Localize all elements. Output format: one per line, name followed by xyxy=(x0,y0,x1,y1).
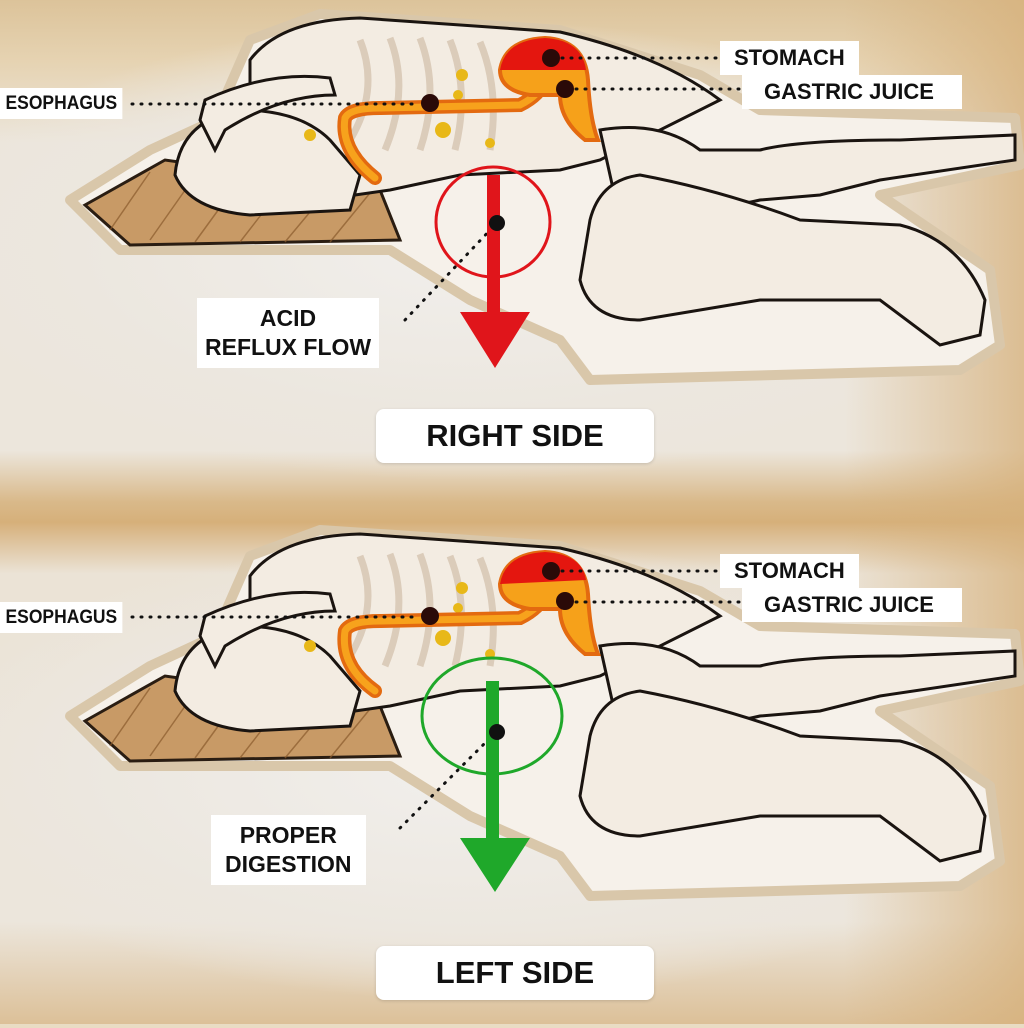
stomach-label: STOMACH xyxy=(720,554,859,588)
esophagus-marker xyxy=(421,607,439,625)
stomach-marker xyxy=(542,49,560,67)
flow-label-line2: DIGESTION xyxy=(225,850,352,877)
arm xyxy=(198,74,338,154)
stomach-label: STOMACH xyxy=(720,41,859,75)
gastric-juice-marker xyxy=(556,592,574,610)
panel-left-side: ESOPHAGUS STOMACH GASTRIC JUICE PROPER D… xyxy=(0,516,1024,1028)
lower-leg xyxy=(578,689,987,863)
gastric-juice-marker xyxy=(556,80,574,98)
digestion-arrow-shaft xyxy=(486,681,499,839)
gastric-juice-label: GASTRIC JUICE xyxy=(742,75,962,109)
gastric-juice-label: GASTRIC JUICE xyxy=(742,588,962,622)
flow-label-line1: ACID xyxy=(259,305,317,331)
esophagus-marker xyxy=(421,94,439,112)
arm xyxy=(198,590,338,670)
flow-leader xyxy=(398,734,494,830)
flow-marker xyxy=(489,724,505,740)
esophagus-label: ESOPHAGUS xyxy=(0,88,123,119)
panel-title-left-side: LEFT SIDE xyxy=(376,946,654,1000)
sleeping-figure-left xyxy=(65,525,1024,901)
stomach-marker xyxy=(542,562,560,580)
lower-leg xyxy=(578,173,987,347)
flow-label-line1: PROPER xyxy=(239,822,337,848)
sleeping-figure-right xyxy=(65,9,1024,385)
proper-digestion-label: PROPER DIGESTION xyxy=(211,815,366,885)
arrow-down-icon xyxy=(460,312,530,368)
flow-label-line2: REFLUX FLOW xyxy=(205,333,372,360)
reflux-arrow-shaft xyxy=(487,175,500,315)
flow-leader xyxy=(403,226,494,322)
flow-marker xyxy=(489,215,505,231)
acid-reflux-flow-label: ACID REFLUX FLOW xyxy=(197,298,380,368)
panel-title-right-side: RIGHT SIDE xyxy=(376,409,654,463)
arrow-down-icon xyxy=(460,838,530,892)
panel-right-side: ESOPHAGUS STOMACH GASTRIC JUICE ACID REF… xyxy=(0,0,1024,512)
esophagus-label: ESOPHAGUS xyxy=(0,602,123,633)
